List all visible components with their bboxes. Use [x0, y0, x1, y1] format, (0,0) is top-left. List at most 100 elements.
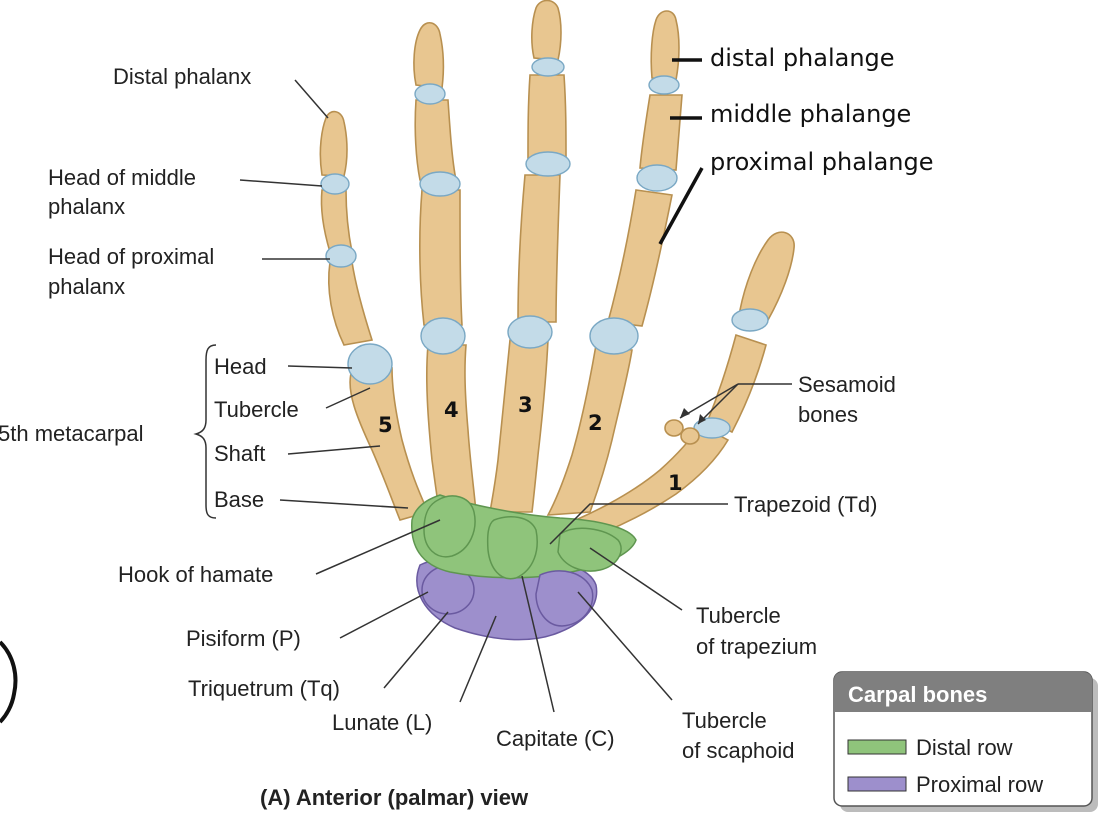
- annotation-proximal-phalange: proximal phalange: [710, 148, 934, 176]
- digit-2-pip-cartilage: [636, 164, 678, 192]
- anatomy-labels: Distal phalanx Head of middle phalanx He…: [0, 44, 934, 810]
- digit-5-proximal-phalanx: [327, 261, 374, 346]
- label-head-proximal-2: phalanx: [48, 274, 125, 299]
- digit-5-pip-cartilage: [325, 244, 357, 268]
- label-sesamoid-2: bones: [798, 402, 858, 427]
- digit-4-dip-cartilage: [414, 83, 446, 105]
- label-trapezoid: Trapezoid (Td): [734, 492, 877, 517]
- digit-2-bones: [546, 10, 683, 516]
- label-lunate: Lunate (L): [332, 710, 432, 735]
- carpal-bones: [411, 494, 637, 641]
- digit-4-head-cartilage: [420, 317, 466, 355]
- legend-label-proximal-row: Proximal row: [916, 772, 1043, 797]
- label-triquetrum: Triquetrum (Tq): [188, 676, 340, 701]
- leader-sesamoid-b: [679, 383, 739, 419]
- label-tubercle-trapezium-2: of trapezium: [696, 634, 817, 659]
- digit-5-middle-phalanx: [320, 189, 353, 253]
- digit-5-dip-cartilage: [320, 173, 350, 195]
- digit-1-distal-phalanx: [739, 231, 795, 321]
- leader-tubercle: [325, 387, 371, 409]
- leader-head-middle: [239, 179, 323, 187]
- digit-3-dip-cartilage: [531, 57, 565, 77]
- legend-title: Carpal bones: [848, 682, 987, 707]
- digit-4-metacarpal: [425, 344, 477, 516]
- bracket-5th-metacarpal: [193, 344, 217, 519]
- leader-triquetrum: [383, 611, 449, 689]
- leader-distal-phalanx: [294, 79, 329, 119]
- label-head-middle-2: phalanx: [48, 194, 125, 219]
- scaphoid-bone: [535, 570, 594, 627]
- sesamoid-arrowhead-2: [698, 414, 706, 424]
- leader-capitate: [521, 575, 555, 713]
- digit-3-metacarpal: [489, 339, 549, 513]
- digit-3-pip-cartilage: [525, 151, 571, 177]
- leader-tubercle-scaphoid: [577, 591, 673, 701]
- annotation-distal-phalange: distal phalange: [710, 44, 895, 72]
- digit-3-head-cartilage: [507, 315, 553, 349]
- digit-3-proximal-phalanx: [517, 174, 561, 323]
- digit-number-5: 5: [378, 413, 393, 437]
- digit-2-middle-phalanx: [639, 94, 683, 171]
- cropped-paren-glyph: [0, 640, 18, 724]
- annotation-middle-phalange: middle phalange: [710, 100, 911, 128]
- annotation-line-proximal: [658, 167, 704, 245]
- digit-2-metacarpal: [546, 344, 633, 516]
- label-base: Base: [214, 487, 264, 512]
- label-tubercle-scaphoid-1: Tubercle: [682, 708, 767, 733]
- leader-trapezoid: [549, 503, 728, 545]
- hand-bones: [319, 0, 795, 641]
- label-tubercle: Tubercle: [214, 397, 299, 422]
- digit-5-bones: [319, 110, 430, 521]
- label-head: Head: [214, 354, 267, 379]
- digit-4-pip-cartilage: [419, 171, 461, 197]
- leader-head: [287, 365, 353, 369]
- digit-1-ip-cartilage: [731, 308, 769, 332]
- label-tubercle-scaphoid-2: of scaphoid: [682, 738, 795, 763]
- hamate-bone: [423, 495, 476, 558]
- leader-lines: [193, 58, 792, 713]
- digit-5-distal-phalanx: [319, 110, 348, 177]
- digit-1-bones: [554, 231, 795, 547]
- label-fifth-metacarpal: 5th metacarpal: [0, 421, 144, 446]
- label-capitate: Capitate (C): [496, 726, 615, 751]
- legend: Carpal bones Distal row Proximal row: [833, 671, 1098, 812]
- capitate-bone: [486, 516, 538, 580]
- leader-sesamoid-c: [697, 383, 739, 425]
- digit-number-4: 4: [444, 398, 459, 422]
- digit-4-bones: [413, 22, 477, 516]
- digit-2-distal-phalanx: [650, 10, 680, 81]
- digit-1-metacarpal: [554, 423, 730, 547]
- label-shaft: Shaft: [214, 441, 265, 466]
- digit-3-middle-phalanx: [527, 74, 567, 159]
- label-distal-phalanx: Distal phalanx: [113, 64, 251, 89]
- legend-label-distal-row: Distal row: [916, 735, 1013, 760]
- label-head-middle-1: Head of middle: [48, 165, 196, 190]
- digit-4-proximal-phalanx: [419, 189, 463, 326]
- sesamoid-arrowhead-1: [680, 408, 690, 418]
- label-sesamoid-1: Sesamoid: [798, 372, 896, 397]
- legend-swatch-distal-row: [847, 739, 907, 755]
- trapezium-bone: [557, 527, 622, 572]
- label-pisiform: Pisiform (P): [186, 626, 301, 651]
- sesamoid-bone-1: [664, 419, 684, 437]
- leader-tubercle-trapezium: [589, 547, 683, 611]
- sesamoid-bone-2: [680, 427, 700, 445]
- digit-5-head-cartilage: [347, 343, 393, 385]
- digit-4-distal-phalanx: [413, 22, 445, 89]
- digit-3-bones: [489, 0, 571, 513]
- digit-2-head-cartilage: [589, 317, 639, 355]
- digit-number-2: 2: [588, 411, 603, 435]
- digit-2-proximal-phalanx: [606, 189, 673, 327]
- legend-swatch-proximal-row: [847, 776, 907, 792]
- digit-4-middle-phalanx: [414, 99, 457, 181]
- leader-pisiform: [339, 591, 429, 639]
- label-hook-of-hamate: Hook of hamate: [118, 562, 273, 587]
- leader-base: [279, 499, 409, 509]
- leader-hook-of-hamate: [315, 519, 441, 575]
- digit-1-proximal-phalanx: [706, 333, 767, 434]
- label-head-proximal-1: Head of proximal: [48, 244, 214, 269]
- leader-lunate: [459, 615, 497, 703]
- digit-3-distal-phalanx: [531, 0, 562, 61]
- leader-shaft: [287, 445, 381, 455]
